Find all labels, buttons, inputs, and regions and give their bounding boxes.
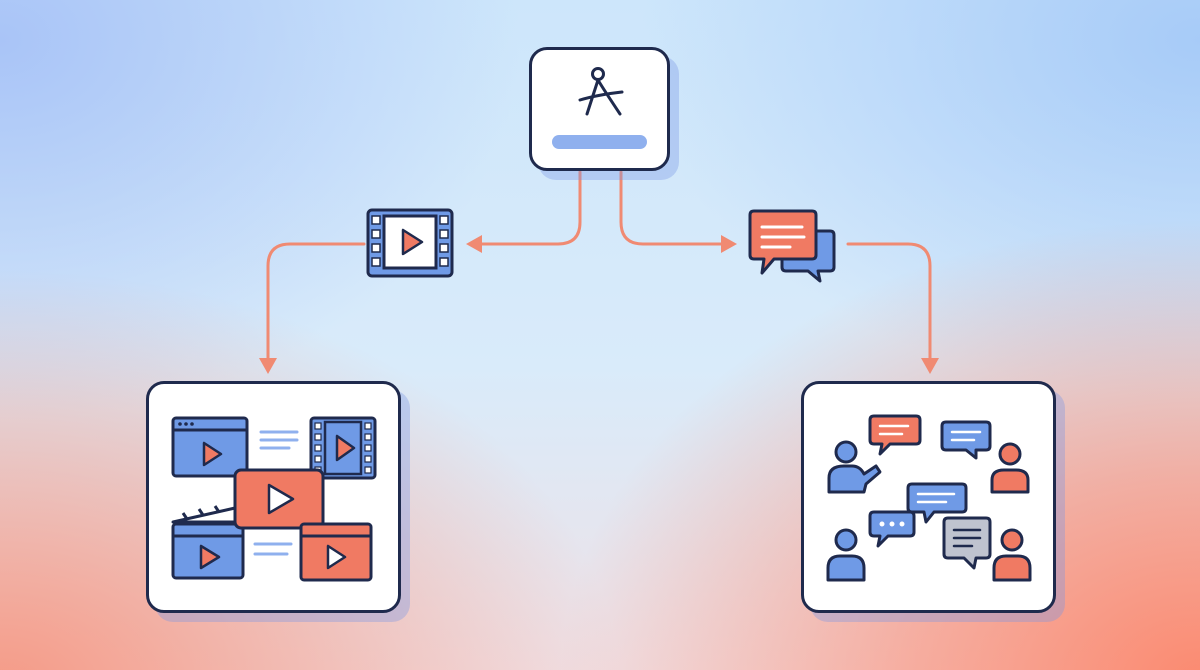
video-library-card[interactable] — [146, 381, 401, 613]
root-node-card[interactable] — [529, 47, 670, 171]
group-conversation-icon — [826, 414, 1032, 582]
video-window-icon — [299, 522, 373, 582]
clapperboard-icon — [171, 505, 245, 580]
community-discussion-card[interactable] — [801, 381, 1056, 613]
person-icon — [992, 528, 1032, 582]
video-branch-node[interactable] — [364, 206, 456, 280]
chat-bubbles-icon — [748, 209, 836, 283]
arrowhead-down-left — [259, 358, 277, 374]
person-icon — [826, 528, 866, 582]
video-collection-icon — [171, 416, 377, 582]
connector-root-to-chat — [619, 170, 727, 246]
typing-bubble-icon — [868, 510, 916, 548]
chat-branch-node[interactable] — [746, 207, 838, 285]
film-reel-icon — [309, 416, 377, 480]
speech-bubble-icon — [906, 482, 968, 524]
arrowhead-down-right — [921, 358, 939, 374]
speech-bubble-icon — [940, 420, 992, 460]
connector-video-to-library — [266, 242, 366, 364]
compass-logo-icon — [552, 67, 647, 149]
arrowhead-left — [466, 235, 482, 253]
speech-bubble-icon — [942, 516, 992, 570]
browser-video-window-icon — [171, 416, 249, 478]
speech-bubble-icon — [868, 414, 922, 456]
play-button-icon — [233, 468, 325, 530]
person-icon — [990, 442, 1030, 494]
person-icon — [827, 440, 882, 494]
connector-chat-to-community — [846, 242, 932, 364]
connector-root-to-video — [476, 170, 582, 246]
arrowhead-right — [721, 235, 737, 253]
film-strip-icon — [366, 208, 454, 278]
